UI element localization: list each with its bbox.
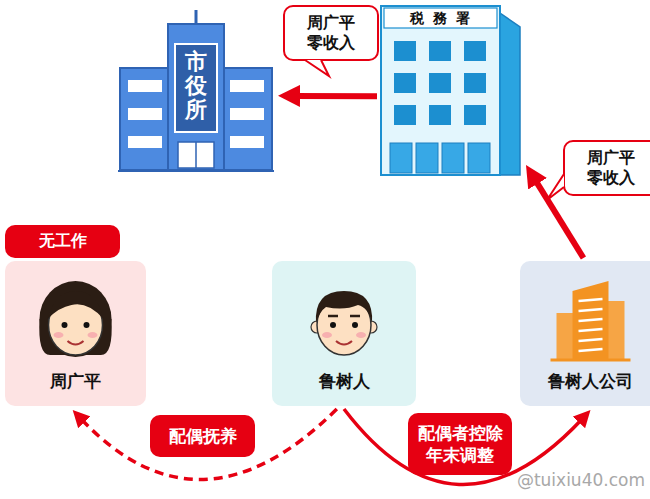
callout-bubble: 周广平 零收入 (563, 140, 650, 196)
person-name: 鲁树人 (272, 370, 416, 393)
person-name: 周广平 (5, 370, 146, 393)
dashed-arrow (81, 409, 337, 480)
edge-label: 配偶抚养 (150, 415, 255, 457)
building-name: 市役所 (185, 50, 207, 123)
status-tag: 无工作 (5, 225, 120, 258)
company-name: 鲁树人公司 (520, 370, 650, 393)
status-text: 无工作 (39, 231, 87, 252)
watermark: @tuixiu40.com (517, 470, 645, 490)
taxoffice-illustration (380, 5, 522, 177)
flow-arrow (293, 93, 377, 99)
person-card: 鲁树人 (272, 261, 416, 406)
building-sign: 税務署 (380, 9, 500, 27)
city-hall-building: 市役所 (118, 10, 274, 172)
tax-office-building: 税務署 (380, 5, 522, 177)
edge-label-text: 配偶抚养 (169, 425, 237, 447)
callout-text: 周广平 零收入 (563, 148, 650, 188)
callout-bubble: 周广平 零收入 (283, 5, 379, 61)
edge-label-text: 配偶者控除 年末调整 (414, 422, 506, 466)
edge-label: 配偶者控除 年末调整 (408, 413, 512, 475)
callout-text: 周广平 零收入 (283, 13, 379, 53)
person-card: 周广平 (5, 261, 146, 406)
company-card: 鲁树人公司 (520, 261, 650, 406)
